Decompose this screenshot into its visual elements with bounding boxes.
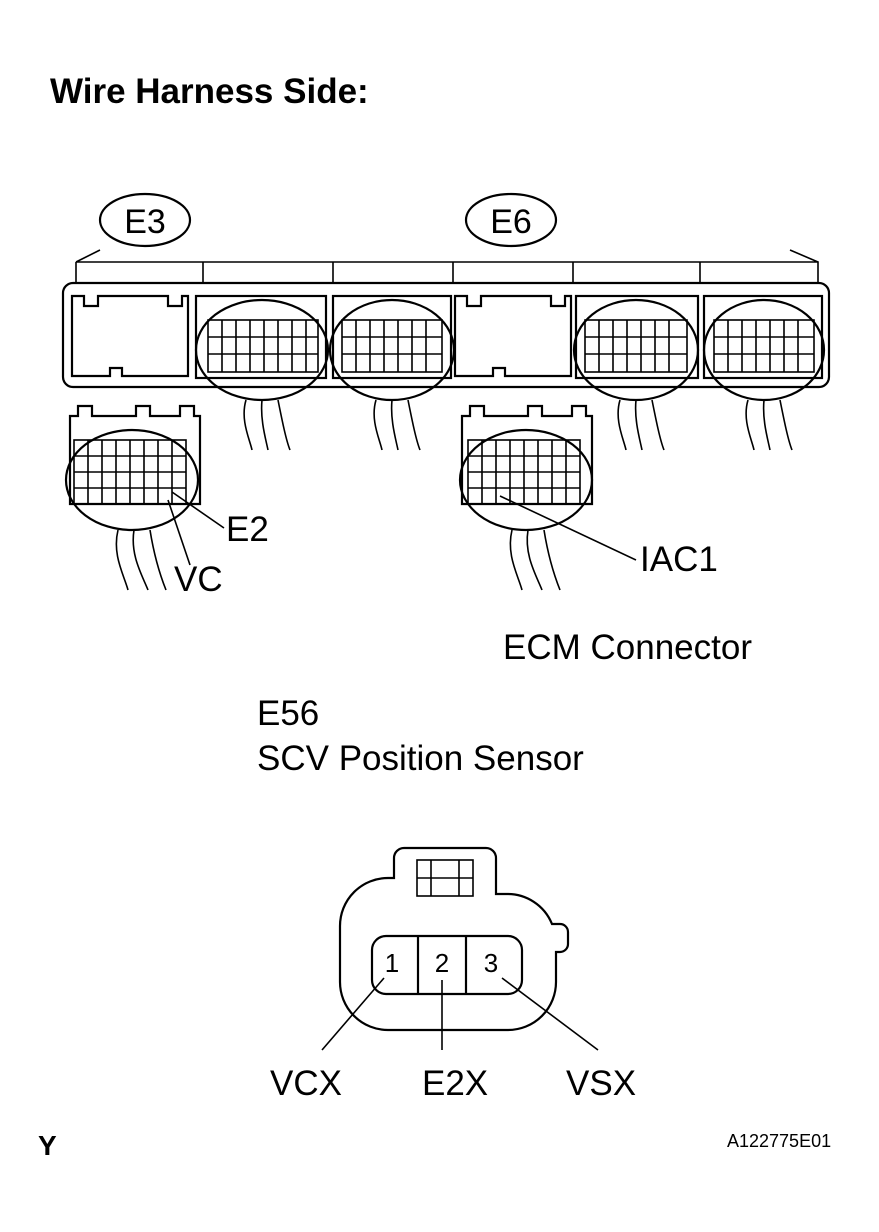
- ecm-bracket-ticks: [202, 262, 701, 283]
- ecm-block-e3: [70, 294, 190, 378]
- connector-e3-oval: E3: [98, 192, 192, 248]
- vc-leader: [167, 499, 191, 566]
- ecm-connector-caption: ECM Connector: [503, 628, 752, 667]
- sensor-code: E56: [257, 694, 320, 733]
- terminal-vsx-label: VSX: [566, 1064, 637, 1103]
- page-title: Wire Harness Side:: [50, 72, 369, 111]
- terminal-e2x-label: E2X: [422, 1064, 489, 1103]
- ecm-bracket: [75, 249, 819, 283]
- pin-1-label: 1: [385, 948, 399, 978]
- connector-e6-label: E6: [490, 203, 532, 241]
- vcx-leader: [321, 977, 385, 1051]
- pin-2-label: 2: [435, 948, 449, 978]
- pin-vc-label: VC: [174, 560, 223, 599]
- e6-harness-connector: [458, 404, 594, 591]
- connector-e3-label: E3: [124, 203, 166, 241]
- figure-id: A122775E01: [727, 1131, 832, 1151]
- ecm-body: [61, 281, 831, 389]
- pin-iac1-label: IAC1: [640, 540, 718, 579]
- e2-leader: [171, 491, 225, 529]
- footer-mark: Y: [38, 1130, 57, 1161]
- sensor-name: SCV Position Sensor: [257, 739, 584, 778]
- pin-e2-label: E2: [226, 510, 269, 549]
- e3-harness-connector: [64, 404, 202, 591]
- ecm-block-5: [572, 294, 700, 451]
- ecm-block-6: [702, 294, 826, 451]
- scv-sensor-connector: 1 2 3: [338, 846, 570, 1032]
- vsx-leader: [501, 977, 599, 1051]
- ecm-block-3: [328, 294, 456, 451]
- connector-e6-oval: E6: [464, 192, 558, 248]
- ecm-block-e6: [453, 294, 573, 378]
- pin-3-label: 3: [484, 948, 498, 978]
- ecm-block-2: [194, 294, 330, 451]
- terminal-vcx-label: VCX: [270, 1064, 342, 1103]
- iac1-leader: [499, 495, 637, 561]
